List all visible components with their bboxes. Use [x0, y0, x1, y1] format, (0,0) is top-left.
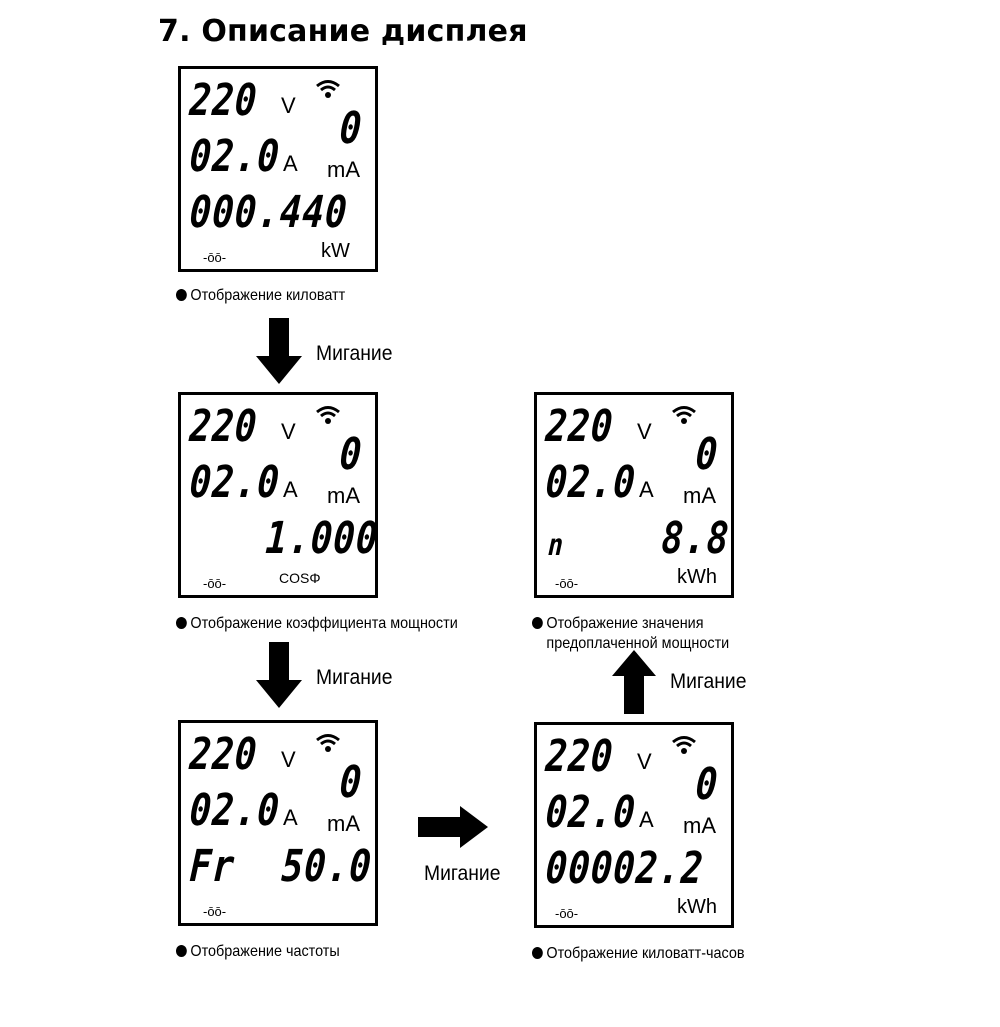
voltage-unit: V [281, 93, 296, 118]
caption-frequency: Отображение частоты [176, 942, 340, 962]
voltage-value: 220 [544, 401, 615, 452]
prefix-value: n [547, 528, 565, 563]
leakage-value: 0 [694, 429, 720, 480]
main-value: 1.000 [264, 513, 380, 564]
current-value: 02.0 [544, 457, 638, 508]
main-value: 8.8 [660, 513, 731, 564]
main-value: 50.0 [280, 841, 374, 892]
voltage-unit: V [637, 419, 652, 444]
leakage-unit: mA [683, 813, 716, 838]
leakage-unit: mA [683, 483, 716, 508]
voltage-value: 220 [188, 75, 259, 126]
lcd-screen-kilowatt-hours: 220 V 0 02.0 A mA 00002.2 -ōō- kWh [534, 722, 734, 928]
leakage-unit: mA [327, 483, 360, 508]
leakage-value: 0 [338, 757, 364, 808]
arrow-down-icon [256, 318, 302, 384]
caption-power-factor: Отображение коэффициента мощности [176, 614, 458, 634]
current-unit: A [639, 477, 654, 502]
current-unit: A [283, 805, 298, 830]
wifi-icon [672, 406, 696, 424]
main-value: 000.440 [188, 187, 350, 238]
leakage-value: 0 [694, 759, 720, 810]
caption-text: Отображение частоты [190, 943, 340, 960]
bullet-icon [176, 289, 187, 301]
blink-label: Мигание [316, 342, 393, 365]
caption-text: Отображение киловатт-часов [546, 945, 745, 962]
leakage-unit: mA [327, 811, 360, 836]
caption-kilowatt: Отображение киловатт [176, 286, 345, 306]
blink-label: Мигание [424, 862, 501, 885]
current-unit: A [283, 477, 298, 502]
wifi-icon [672, 736, 696, 754]
bullet-icon [532, 947, 543, 959]
arrow-right-icon [418, 806, 488, 848]
voltage-value: 220 [188, 401, 259, 452]
main-unit: COSΦ [279, 570, 321, 586]
voltage-unit: V [281, 747, 296, 772]
lcd-screen-prepaid: 220 V 0 02.0 A mA n 8.8 -ōō- kWh [534, 392, 734, 598]
caption-kilowatt-hours: Отображение киловатт-часов [532, 944, 745, 964]
arrow-up-icon [612, 650, 656, 714]
relay-symbol: -ōō- [203, 904, 227, 919]
relay-symbol: -ōō- [203, 576, 227, 591]
current-value: 02.0 [188, 785, 282, 836]
bullet-icon [176, 945, 187, 957]
page-title: 7. Описание дисплея [158, 14, 528, 49]
voltage-unit: V [637, 749, 652, 774]
relay-symbol: -ōō- [203, 250, 227, 265]
caption-text-line1: Отображение значения [546, 615, 704, 632]
lcd-screen-power-factor: 220 V 0 02.0 A mA 1.000 -ōō- COSΦ [178, 392, 380, 598]
current-unit: A [639, 807, 654, 832]
leakage-value: 0 [338, 429, 364, 480]
relay-symbol: -ōō- [555, 576, 579, 591]
leakage-value: 0 [338, 103, 364, 154]
blink-label: Мигание [670, 670, 747, 693]
main-value: 00002.2 [544, 843, 706, 894]
caption-text: Отображение коэффициента мощности [190, 615, 458, 632]
arrow-down-icon [256, 642, 302, 708]
blink-label: Мигание [316, 666, 393, 689]
caption-prepaid: Отображение значения предоплаченной мощн… [532, 614, 729, 654]
caption-text-line2: предоплаченной мощности [546, 635, 730, 652]
wifi-icon [316, 406, 340, 424]
main-unit: kW [321, 240, 350, 262]
lcd-screen-frequency: 220 V 0 02.0 A mA Fr 50.0 -ōō- [178, 720, 378, 926]
bullet-icon [176, 617, 187, 629]
voltage-value: 220 [188, 729, 259, 780]
voltage-unit: V [281, 419, 296, 444]
wifi-icon [316, 734, 340, 752]
wifi-icon [316, 80, 340, 98]
voltage-value: 220 [544, 731, 615, 782]
current-unit: A [283, 151, 298, 176]
bullet-icon [532, 617, 543, 629]
relay-symbol: -ōō- [555, 906, 579, 921]
current-value: 02.0 [188, 457, 282, 508]
prefix-value: Fr [188, 841, 237, 892]
current-value: 02.0 [544, 787, 638, 838]
current-value: 02.0 [188, 131, 282, 182]
main-unit: kWh [677, 566, 717, 588]
caption-text: Отображение киловатт [190, 287, 346, 304]
leakage-unit: mA [327, 157, 360, 182]
lcd-screen-kilowatt: 220 V 0 02.0 A mA 000.440 -ōō- kW [178, 66, 378, 272]
main-unit: kWh [677, 896, 717, 918]
